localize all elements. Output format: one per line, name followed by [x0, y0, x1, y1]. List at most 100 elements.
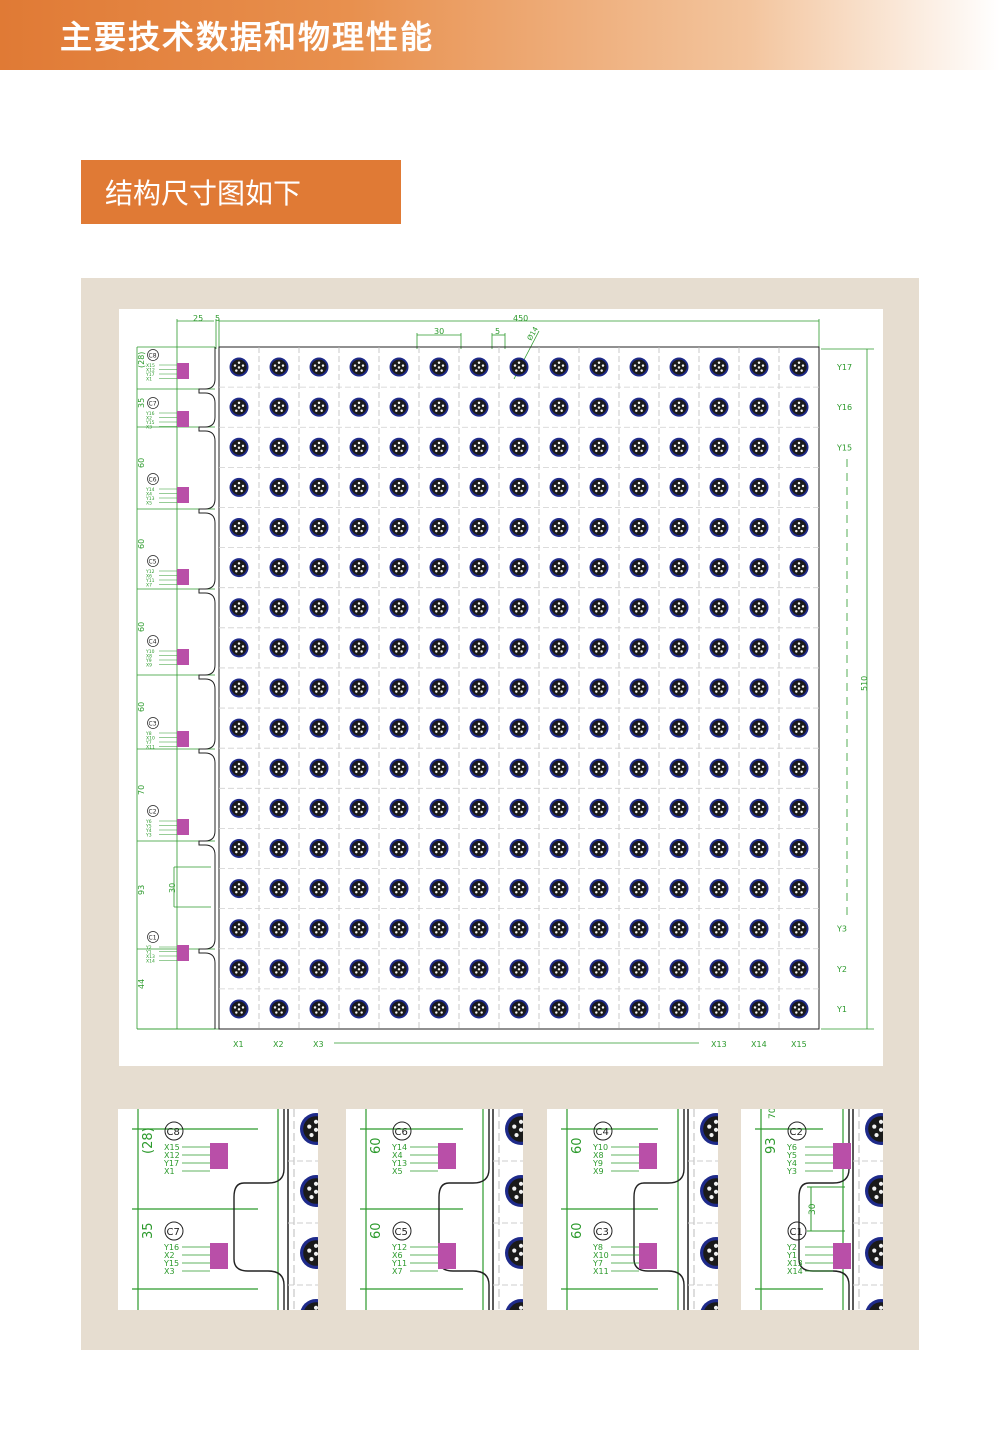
led-chip: [315, 971, 318, 974]
connector-body: [177, 819, 189, 835]
led-chip: [437, 963, 441, 966]
led-chip: [557, 722, 561, 726]
led-chip: [437, 847, 441, 851]
led-chip: [517, 566, 521, 570]
led-chip: [277, 481, 281, 485]
led-chip: [761, 605, 765, 608]
led-chip: [515, 1011, 518, 1014]
led-chip: [797, 727, 801, 730]
led-chip: [801, 404, 805, 407]
led-chip: [397, 366, 401, 369]
led-chip: [595, 449, 598, 453]
led-chip: [475, 931, 478, 934]
led-chip: [353, 444, 357, 448]
led-chip: [753, 364, 757, 367]
led-chip: [600, 810, 603, 814]
led-chip: [512, 1248, 517, 1253]
led-chip: [515, 409, 518, 413]
led-chip: [675, 770, 678, 774]
led-chip: [361, 885, 365, 889]
connector-pin-label: Y17: [145, 372, 155, 378]
led-chip: [677, 767, 681, 770]
led-chip: [313, 1305, 318, 1310]
led-chip: [557, 366, 561, 369]
led-chip: [560, 610, 563, 613]
led-chip: [315, 850, 318, 854]
led-chip: [521, 364, 525, 367]
led-chip: [395, 890, 398, 894]
connector-body: [177, 649, 189, 665]
led-chip: [353, 966, 357, 969]
led-chip: [475, 369, 478, 372]
led-chip: [707, 1186, 712, 1191]
led-chip: [520, 409, 523, 413]
led-chip: [240, 409, 243, 413]
led-chip: [633, 564, 637, 568]
led-chip: [797, 406, 801, 409]
led-chip: [480, 529, 483, 533]
led-chip: [435, 369, 438, 372]
led-chip: [281, 605, 285, 608]
led-chip: [561, 685, 565, 688]
led-chip: [313, 765, 317, 769]
led-chip: [241, 524, 245, 528]
connector-body: [177, 487, 189, 503]
led-chip: [593, 645, 597, 648]
led-chip: [793, 564, 797, 568]
dim-pitch: 30: [434, 327, 444, 336]
led-chip: [277, 366, 281, 369]
led-chip: [715, 409, 718, 413]
led-chip: [401, 444, 405, 448]
led-chip: [477, 642, 481, 645]
connector-pin-label: Y9: [592, 1159, 603, 1168]
led-chip: [675, 650, 678, 653]
led-chip: [514, 1195, 519, 1200]
led-chip: [237, 722, 241, 726]
led-chip: [637, 927, 641, 931]
led-chip: [441, 725, 445, 728]
led-chip: [797, 481, 801, 485]
led-chip: [397, 687, 401, 690]
led-chip: [757, 647, 761, 650]
led-chip: [677, 963, 681, 966]
led-chip: [475, 449, 478, 453]
led-chip: [360, 570, 363, 573]
led-chip: [717, 607, 721, 610]
connector-id-circle: [147, 397, 159, 409]
led-chip: [317, 361, 321, 365]
led-chip: [280, 690, 283, 693]
led-chip: [437, 722, 441, 726]
led-chip: [557, 562, 561, 565]
led-chip: [757, 807, 761, 811]
led-chip: [801, 765, 805, 769]
led-chip: [275, 369, 278, 372]
led-chip: [433, 645, 437, 648]
connector-pin-label: X12: [146, 368, 155, 374]
led-chip: [273, 524, 277, 528]
led-chip: [878, 1251, 883, 1256]
connector-pin-label: X4: [146, 492, 152, 498]
led-chip: [355, 489, 358, 493]
led-chip: [797, 807, 801, 811]
led-chip: [555, 1011, 558, 1014]
led-chip: [397, 847, 401, 851]
led-chip: [637, 963, 641, 966]
led-chip: [677, 842, 681, 846]
led-chip: [637, 767, 641, 770]
led-chip: [481, 564, 485, 568]
led-chip: [641, 885, 645, 889]
led-chip: [557, 522, 561, 525]
led-chip: [800, 610, 803, 613]
led-chip: [641, 765, 645, 769]
led-chip: [755, 610, 758, 613]
led-chip: [600, 529, 603, 533]
led-chip: [317, 486, 321, 490]
led-chip: [640, 529, 643, 533]
led-chip: [677, 566, 681, 570]
led-chip: [597, 722, 601, 726]
led-chip: [281, 966, 285, 969]
led-chip: [555, 931, 558, 934]
led-chip: [273, 564, 277, 568]
led-chip: [755, 730, 758, 733]
